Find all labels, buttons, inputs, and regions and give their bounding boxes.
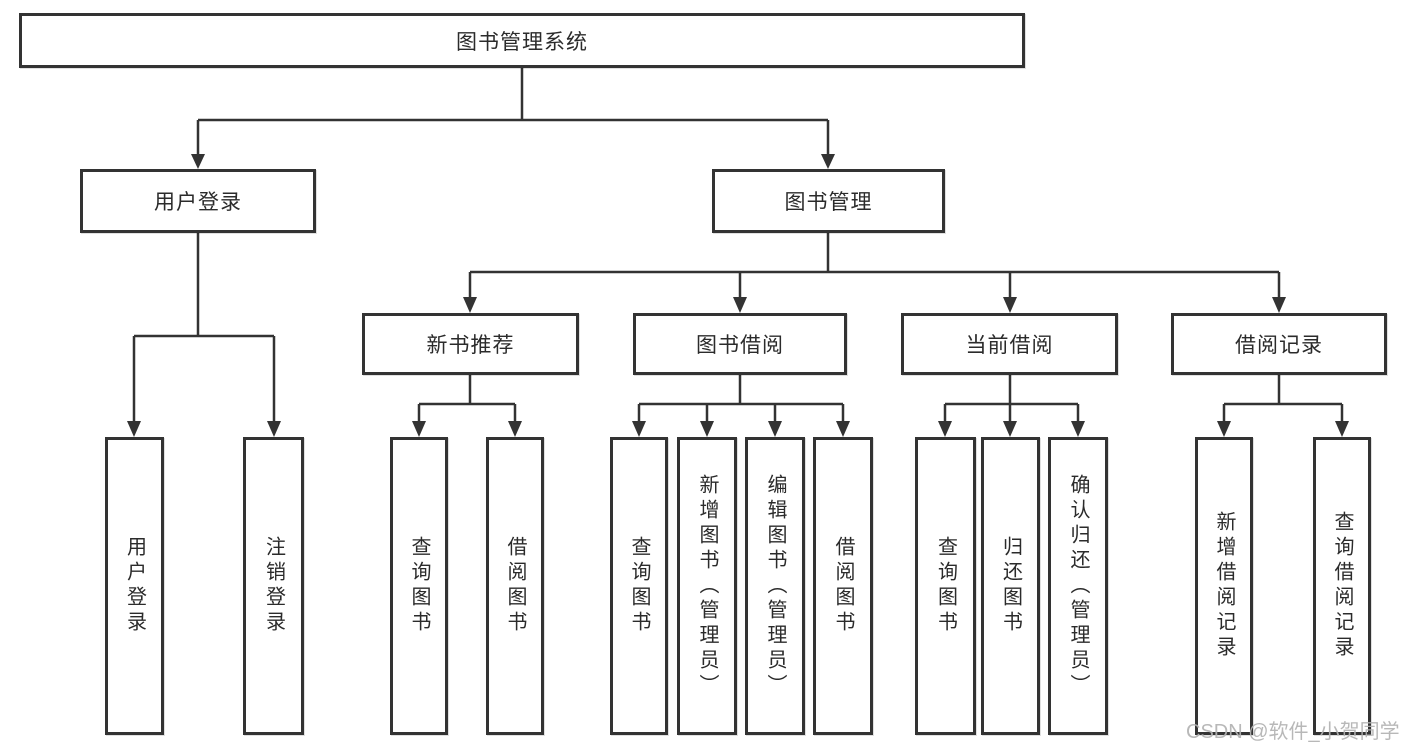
leaf-edit-book-admin: 编辑图书（管理员） <box>745 437 805 735</box>
node-new-book-recommend: 新书推荐 <box>362 313 579 375</box>
leaf-borrow-books-recommend: 借阅图书 <box>486 437 544 735</box>
node-user-login: 用户登录 <box>80 169 316 233</box>
node-book-borrow: 图书借阅 <box>633 313 847 375</box>
leaf-query-books-recommend: 查询图书 <box>390 437 448 735</box>
leaf-add-borrow-record: 新增借阅记录 <box>1195 437 1253 735</box>
connector-currentborrow-to-leaves <box>938 375 1085 437</box>
leaf-confirm-return-admin: 确认归还（管理员） <box>1048 437 1108 735</box>
node-current-borrow: 当前借阅 <box>901 313 1118 375</box>
connector-bookborrow-to-leaves <box>632 375 850 437</box>
connector-root-to-level2 <box>191 68 835 169</box>
leaf-return-books: 归还图书 <box>981 437 1040 735</box>
connector-userlogin-to-leaves <box>127 233 281 437</box>
leaf-query-borrow-record: 查询借阅记录 <box>1313 437 1371 735</box>
leaf-borrow-books: 借阅图书 <box>813 437 873 735</box>
leaf-user-login: 用户登录 <box>105 437 164 735</box>
leaf-query-books-borrow: 查询图书 <box>610 437 668 735</box>
watermark-csdn: CSDN @软件_小贺同学 <box>1186 721 1400 743</box>
node-library-management-system: 图书管理系统 <box>19 13 1025 68</box>
leaf-query-books-current: 查询图书 <box>915 437 976 735</box>
node-borrow-records: 借阅记录 <box>1171 313 1387 375</box>
leaf-add-book-admin: 新增图书（管理员） <box>677 437 737 735</box>
leaf-logout: 注销登录 <box>243 437 304 735</box>
connector-borrowrecord-to-leaves <box>1217 375 1349 437</box>
connector-newbook-to-leaves <box>412 375 522 437</box>
connector-bookmgmt-to-level3 <box>463 233 1286 313</box>
node-book-management: 图书管理 <box>712 169 945 233</box>
